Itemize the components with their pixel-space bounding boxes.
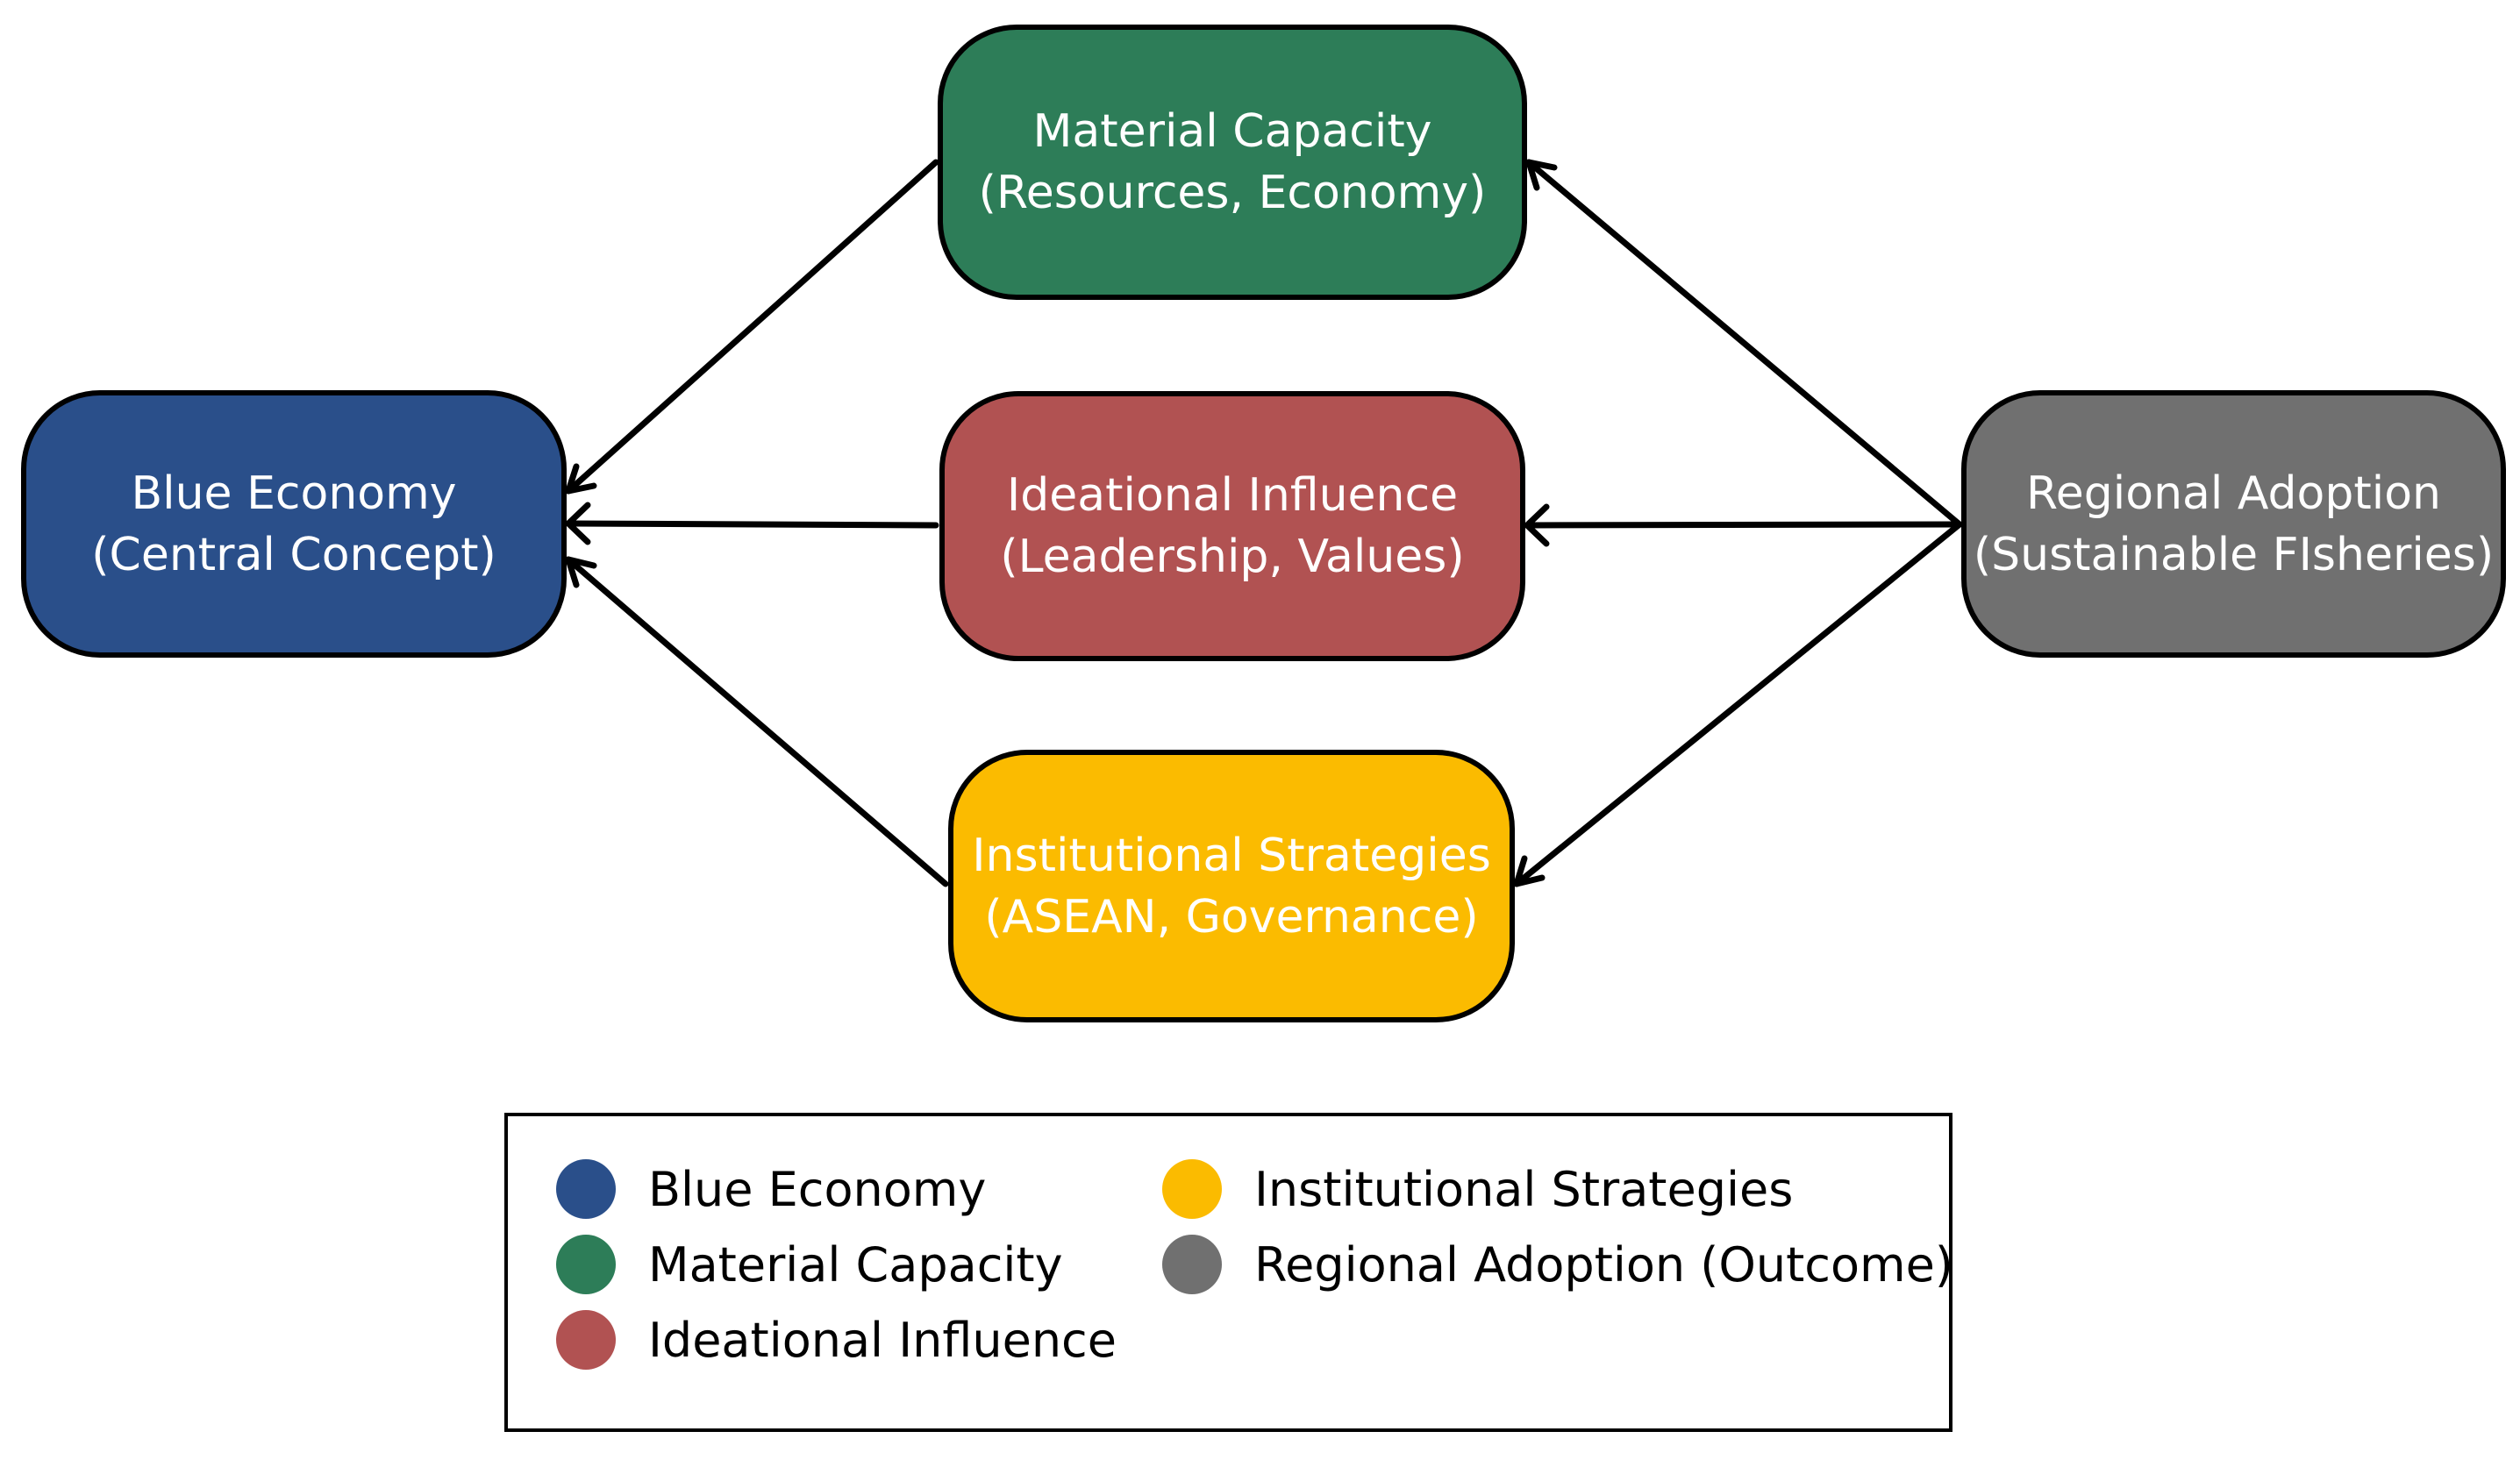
node-material-capacity-title: Material Capacity bbox=[1032, 105, 1432, 158]
legend-swatch-gray bbox=[1162, 1235, 1222, 1294]
legend-label-material-capacity: Material Capacity bbox=[648, 1236, 1063, 1293]
legend-item-ideational-influence: Ideational Influence bbox=[556, 1309, 1117, 1371]
legend-item-institutional-strategies: Institutional Strategies bbox=[1162, 1158, 1793, 1220]
node-material-capacity-subtitle: (Resources, Economy) bbox=[978, 167, 1487, 219]
edge-material-to-blue bbox=[565, 159, 939, 495]
node-blue-economy: Blue Economy (Central Concept) bbox=[21, 390, 567, 658]
arrowhead-regional-to-ideational bbox=[1524, 503, 1550, 547]
node-blue-economy-title: Blue Economy bbox=[131, 466, 457, 520]
legend-label-regional-adoption: Regional Adoption (Outcome) bbox=[1254, 1236, 1953, 1293]
node-ideational-influence-subtitle: (Leadership, Values) bbox=[1000, 531, 1465, 583]
node-material-capacity: Material Capacity (Resources, Economy) bbox=[938, 25, 1527, 300]
legend-label-institutional-strategies: Institutional Strategies bbox=[1254, 1161, 1794, 1217]
edge-regional-to-material bbox=[1525, 159, 1963, 528]
legend-swatch-blue bbox=[556, 1159, 616, 1219]
node-regional-adoption: Regional Adoption (Sustainable FIsheries… bbox=[1961, 390, 2506, 658]
legend-item-material-capacity: Material Capacity bbox=[556, 1234, 1063, 1295]
legend-label-blue-economy: Blue Economy bbox=[648, 1161, 987, 1217]
arrowhead-regional-to-material bbox=[1525, 159, 1558, 191]
edge-regional-to-ideational bbox=[1524, 521, 1963, 529]
legend: Blue Economy Material Capacity Ideationa… bbox=[504, 1113, 1953, 1432]
edge-ideational-to-blue bbox=[565, 520, 939, 529]
edge-institutional-to-blue bbox=[565, 556, 949, 887]
legend-swatch-yellow bbox=[1162, 1159, 1222, 1219]
node-regional-adoption-subtitle: (Sustainable FIsheries) bbox=[1973, 528, 2495, 581]
legend-swatch-green bbox=[556, 1235, 616, 1294]
legend-swatch-red bbox=[556, 1310, 616, 1370]
node-regional-adoption-title: Regional Adoption bbox=[2026, 466, 2441, 520]
arrowhead-ideational-to-blue bbox=[565, 502, 591, 545]
node-institutional-strategies-title: Institutional Strategies bbox=[972, 829, 1491, 882]
arrowhead-material-to-blue bbox=[565, 463, 597, 495]
node-institutional-strategies-subtitle: (ASEAN, Governance) bbox=[984, 890, 1479, 944]
node-blue-economy-subtitle: (Central Concept) bbox=[91, 528, 496, 581]
node-ideational-influence: Ideational Influence (Leadership, Values… bbox=[939, 391, 1525, 661]
arrowhead-institutional-to-blue bbox=[565, 556, 597, 588]
edge-regional-to-institutional bbox=[1513, 521, 1963, 887]
arrowhead-regional-to-institutional bbox=[1513, 855, 1546, 887]
node-institutional-strategies: Institutional Strategies (ASEAN, Governa… bbox=[948, 750, 1515, 1022]
legend-item-blue-economy: Blue Economy bbox=[556, 1158, 986, 1220]
node-ideational-influence-title: Ideational Influence bbox=[1006, 469, 1459, 522]
legend-item-regional-adoption: Regional Adoption (Outcome) bbox=[1162, 1234, 1953, 1295]
legend-label-ideational-influence: Ideational Influence bbox=[648, 1312, 1117, 1368]
